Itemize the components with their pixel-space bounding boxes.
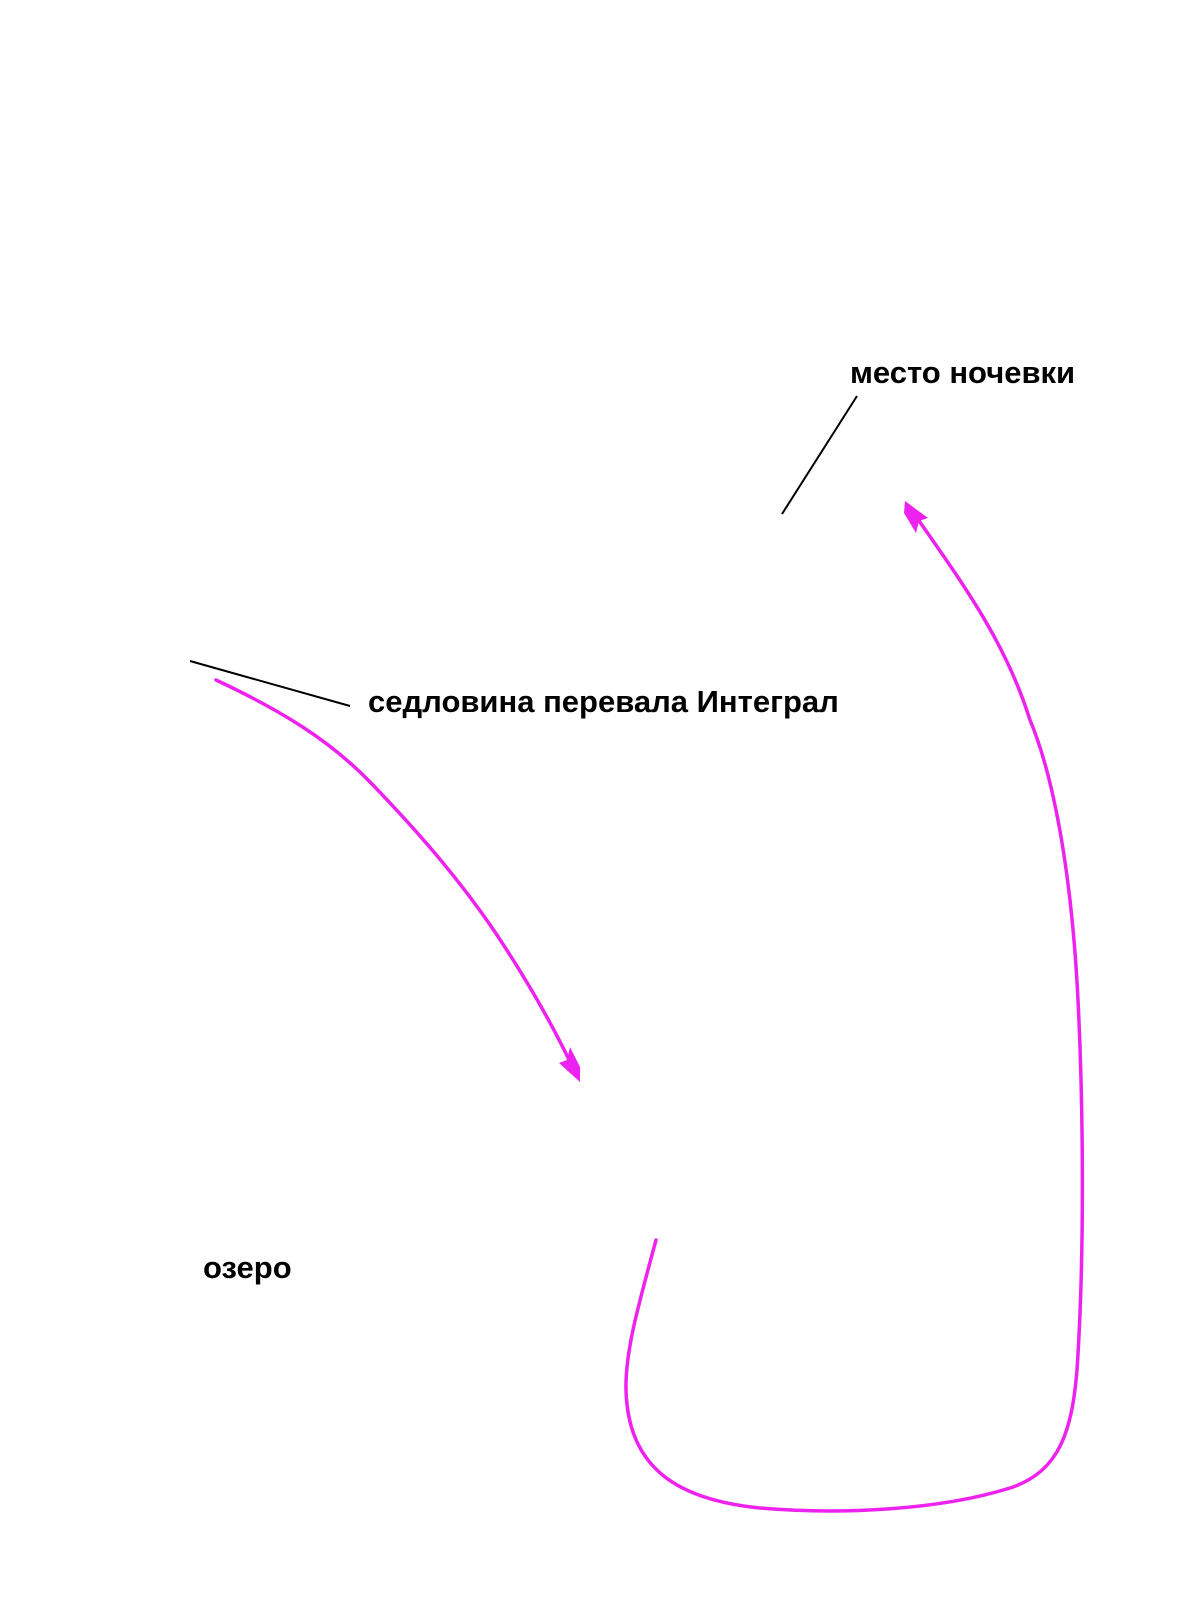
route-descent-arrowhead [559,1047,580,1082]
saddle-label: седловина перевала Интеграл [368,684,839,719]
lake-label: озеро [203,1250,292,1285]
route-descent-line [214,678,574,1068]
saddle-leader-line [189,660,351,707]
camp-leader-line [781,395,858,515]
route-ascent-arrowhead [904,501,928,533]
camp-label: место ночевки [850,355,1075,390]
route-ascent-line [624,513,1085,1513]
